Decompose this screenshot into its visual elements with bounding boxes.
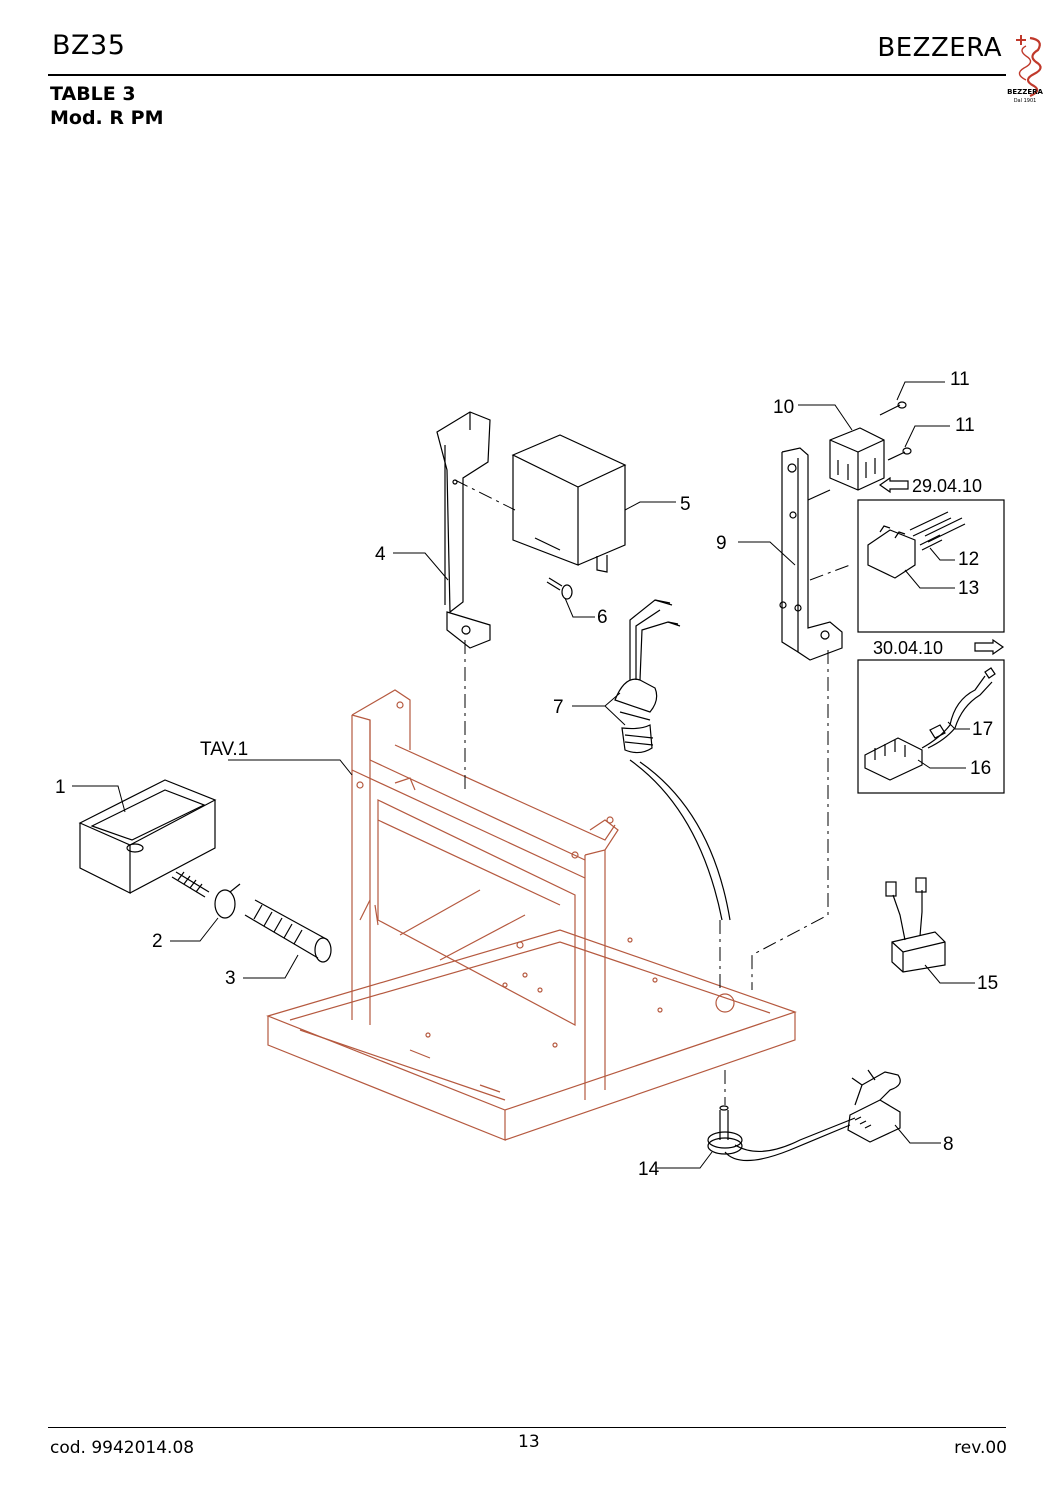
bezzera-logo-icon: [1016, 35, 1042, 98]
callout-13: 13: [958, 578, 979, 599]
date-arrows: [878, 476, 1005, 656]
revision: rev.00: [954, 1438, 1007, 1458]
callout-17: 17: [972, 719, 993, 740]
part-8-power-cord: [707, 1069, 901, 1162]
page-number: 13: [518, 1432, 540, 1452]
callout-1: 1: [55, 777, 66, 798]
callout-9: 9: [716, 533, 727, 554]
callout-12: 12: [958, 549, 979, 570]
part-15-suppressor: [885, 877, 946, 973]
part-11-screws: [879, 401, 912, 461]
callout-2: 2: [152, 931, 163, 952]
left-arrow-icon: [878, 476, 909, 494]
part-10-relay: [829, 427, 885, 491]
part-3-drain-hose: [244, 899, 332, 963]
detail-box-terminal: [857, 499, 1005, 633]
logo-tagline: Dal 1901: [1013, 98, 1037, 104]
callout-15: 15: [977, 973, 998, 994]
header-rule: [48, 74, 1006, 76]
callout-7: 7: [553, 697, 564, 718]
callout-5: 5: [680, 494, 691, 515]
document-code: cod. 9942014.08: [50, 1438, 195, 1458]
callout-8: 8: [943, 1134, 954, 1155]
footer-rule: [48, 1427, 1006, 1428]
part-4-bracket: [436, 411, 491, 649]
part-2-hose-clip: [171, 871, 241, 919]
model-variant: Mod. R PM: [50, 107, 164, 129]
callout-10: 10: [773, 397, 794, 418]
logo-wordmark: BEZZERA: [1007, 88, 1043, 96]
table-title: TABLE 3 Mod. R PM: [50, 82, 163, 130]
date-from: 30.04.10: [873, 638, 943, 658]
callout-4: 4: [375, 544, 386, 565]
part-9-mounting-bracket: [779, 447, 843, 661]
callout-11-top: 11: [950, 369, 970, 390]
table-number: TABLE 3: [50, 83, 136, 105]
brand-name: BEZZERA: [877, 33, 1002, 63]
model-name: BZ35: [52, 30, 126, 61]
callout-16: 16: [970, 758, 991, 779]
callout-11-bottom: 11: [955, 415, 975, 436]
callout-3: 3: [225, 968, 236, 989]
right-arrow-icon: [974, 638, 1005, 656]
callout-14: 14: [638, 1159, 660, 1180]
part-1-drip-tray: [78, 779, 217, 894]
leader-lines: [72, 381, 975, 1169]
callout-tav1: TAV.1: [200, 739, 248, 760]
detail-box-wiring: [857, 659, 1005, 794]
callout-6: 6: [597, 607, 608, 628]
assembly-guides: [454, 479, 851, 1105]
part-6-screw: [546, 577, 573, 600]
date-until: 29.04.10: [912, 476, 982, 496]
part-7-cable-gland: [614, 599, 731, 921]
frame-assembly: [266, 689, 797, 1141]
part-5-control-box: [511, 434, 627, 573]
